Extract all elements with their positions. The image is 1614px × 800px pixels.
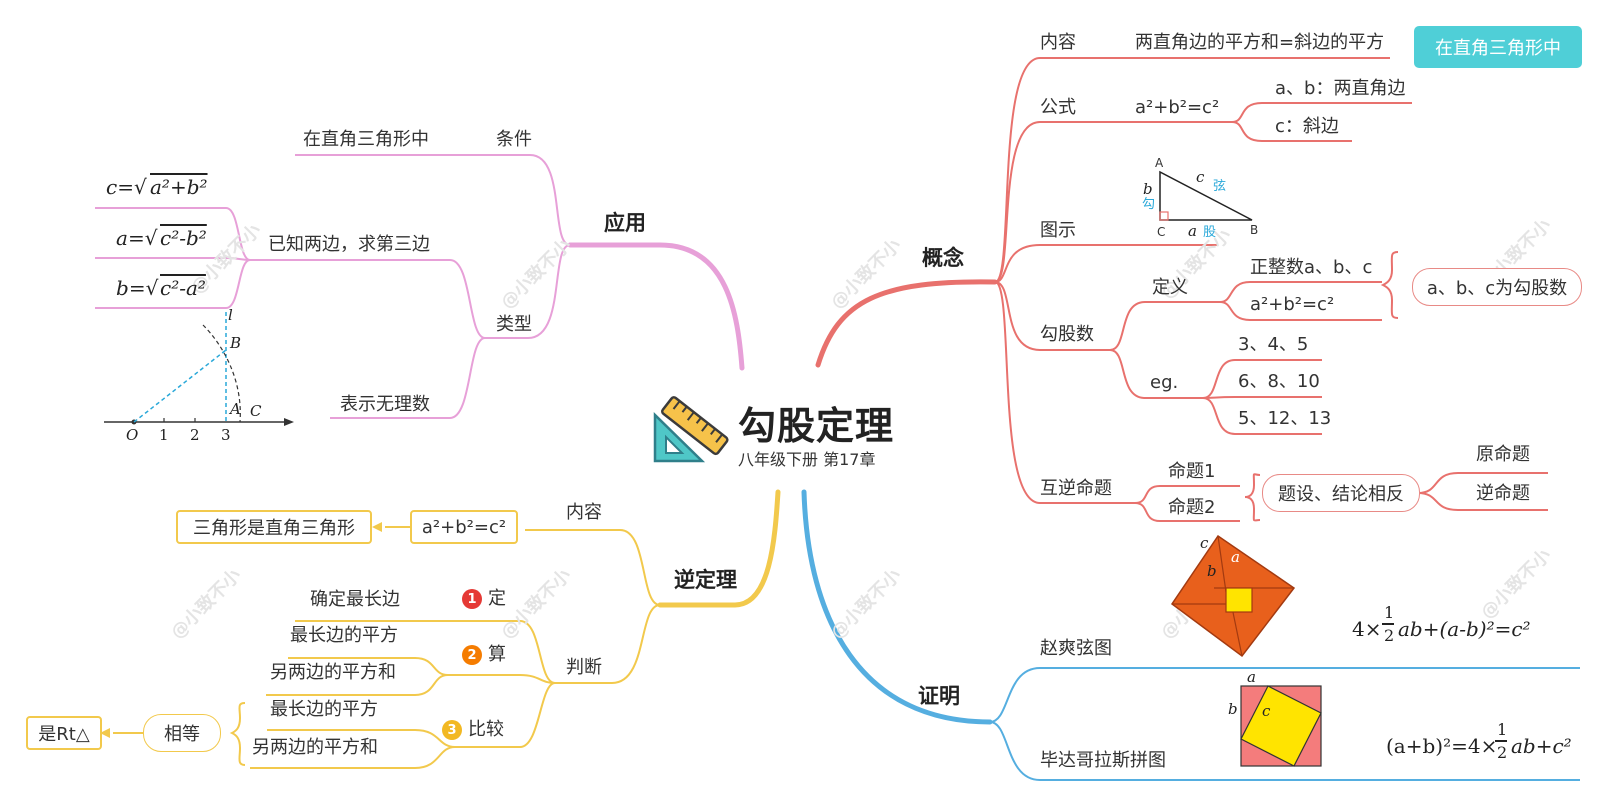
figure-vertex-B: B xyxy=(1250,223,1259,237)
numline-C: C xyxy=(250,402,262,420)
concept-formula-hyp: c：斜边 xyxy=(1275,116,1339,137)
step-number-badge: 3 xyxy=(442,720,462,740)
fraction-bar xyxy=(1382,623,1394,625)
step-item: 另两边的平方和 xyxy=(252,737,378,758)
numline-A: A xyxy=(230,400,241,418)
figure-xian: 弦 xyxy=(1213,179,1227,194)
step-number-badge: 2 xyxy=(462,645,482,665)
application-node: 应用 xyxy=(604,211,646,235)
step-label: 算 xyxy=(488,644,506,665)
pyth-formula-tail: ab+c² xyxy=(1511,734,1572,758)
formula-lhs: b=√ xyxy=(116,276,159,300)
step-item: 最长边的平方 xyxy=(270,699,378,720)
app-types-label: 类型 xyxy=(496,314,532,335)
pyth-eg-item: 5、12、13 xyxy=(1238,408,1332,429)
figure-side-a: a xyxy=(1188,222,1197,240)
zhao-b: b xyxy=(1207,562,1217,580)
figure-side-c: c xyxy=(1196,168,1205,186)
concept-content-note: 在直角三角形中 xyxy=(1414,26,1582,68)
zhao-a: a xyxy=(1231,548,1240,566)
numline-l: l xyxy=(228,306,233,324)
pyth-formula-num: 1 xyxy=(1497,720,1508,739)
number-line-diagram xyxy=(104,312,294,426)
numline-tick: 1 xyxy=(159,426,169,444)
inverse-prop: 命题2 xyxy=(1168,497,1216,518)
zhao-formula-num: 1 xyxy=(1384,603,1395,622)
fraction-bar xyxy=(1495,740,1507,742)
pyth-def-item: 正整数a、b、c xyxy=(1250,257,1373,278)
center-title: 勾股定理 xyxy=(738,404,895,448)
inverse-middle: 题设、结论相反 xyxy=(1262,474,1420,512)
concept-formula-label: 公式 xyxy=(1040,97,1076,118)
concept-formula-text: a²+b²=c² xyxy=(1135,97,1220,118)
concept-content-text: 两直角边的平方和=斜边的平方 xyxy=(1135,32,1385,53)
pyth-def-item: a²+b²=c² xyxy=(1250,294,1335,315)
right-triangle-figure xyxy=(1159,170,1253,221)
proof-node: 证明 xyxy=(918,684,960,708)
pyth-def-result: a、b、c为勾股数 xyxy=(1412,268,1582,306)
formula-lhs: c=√ xyxy=(106,175,147,199)
center-subtitle: 八年级下册 第17章 xyxy=(738,450,876,469)
equal-node: 相等 xyxy=(143,714,221,752)
pyth-a: a xyxy=(1247,668,1256,686)
concept-content-label: 内容 xyxy=(1040,32,1076,53)
app-condition-label: 条件 xyxy=(496,129,532,150)
figure-side-b: b xyxy=(1143,180,1153,198)
pyth-numbers-label: 勾股数 xyxy=(1040,324,1094,345)
converse-result: 三角形是直角三角形 xyxy=(176,510,372,544)
converse-formula: a²+b²=c² xyxy=(410,510,518,544)
converse-node: 逆定理 xyxy=(674,568,737,592)
pyth-eg-item: 3、4、5 xyxy=(1238,334,1309,355)
formula-radicand: a²+b² xyxy=(150,175,208,199)
formula-lhs: a=√ xyxy=(116,226,158,250)
inverse-result: 原命题 xyxy=(1476,444,1530,465)
concept-node: 概念 xyxy=(922,246,964,270)
pyth-b: b xyxy=(1228,700,1238,718)
step-item: 确定最长边 xyxy=(310,589,400,610)
pyth-eg-item: 6、8、10 xyxy=(1238,371,1320,392)
inverse-result: 逆命题 xyxy=(1476,483,1530,504)
pyth-formula-lead: (a+b)²=4× xyxy=(1386,734,1498,758)
inverse-label: 互逆命题 xyxy=(1040,478,1112,499)
pyth-c: c xyxy=(1262,702,1271,720)
app-condition-text: 在直角三角形中 xyxy=(303,129,429,150)
formula-radicand: c²-b² xyxy=(160,226,207,250)
step-label: 定 xyxy=(488,588,506,609)
converse-content-label: 内容 xyxy=(566,502,602,523)
numline-tick: 3 xyxy=(221,426,231,444)
numline-O: O xyxy=(126,426,139,444)
figure-gu: 股 xyxy=(1203,225,1217,240)
numline-tick: 2 xyxy=(190,426,200,444)
zhao-formula-tail: ab+(a-b)²=c² xyxy=(1398,617,1531,641)
step-number-badge: 1 xyxy=(462,589,482,609)
judge-label: 判断 xyxy=(566,657,602,678)
proof-pyth-label: 毕达哥拉斯拼图 xyxy=(1040,750,1166,771)
ruler-triangle-icon xyxy=(653,396,729,463)
step-item: 最长边的平方 xyxy=(290,625,398,646)
pythagoras-puzzle-diagram xyxy=(1240,685,1322,767)
zhao-formula-den: 2 xyxy=(1384,626,1395,645)
step-item: 另两边的平方和 xyxy=(270,662,396,683)
formula-radicand: c²-a² xyxy=(160,276,206,300)
concept-figure-label: 图示 xyxy=(1040,220,1076,241)
zhao-c: c xyxy=(1200,534,1209,552)
app-third-side: 已知两边，求第三边 xyxy=(268,234,430,255)
numline-B: B xyxy=(230,334,242,352)
step-label: 比较 xyxy=(468,719,504,740)
inverse-prop: 命题1 xyxy=(1168,461,1216,482)
rt-result: 是Rt△ xyxy=(26,716,102,750)
pyth-def-label: 定义 xyxy=(1152,277,1188,298)
app-irrational: 表示无理数 xyxy=(340,394,430,415)
figure-vertex-A: A xyxy=(1155,156,1164,170)
zhao-shuang-diagram xyxy=(1170,534,1296,658)
pyth-eg-label: eg. xyxy=(1150,372,1179,393)
zhao-formula-lead: 4× xyxy=(1352,617,1382,641)
pyth-formula-den: 2 xyxy=(1497,743,1508,762)
figure-gou: 勾 xyxy=(1142,197,1156,212)
figure-vertex-C: C xyxy=(1157,225,1166,239)
concept-formula-legs: a、b：两直角边 xyxy=(1275,78,1406,99)
proof-zhao-label: 赵爽弦图 xyxy=(1040,638,1112,659)
